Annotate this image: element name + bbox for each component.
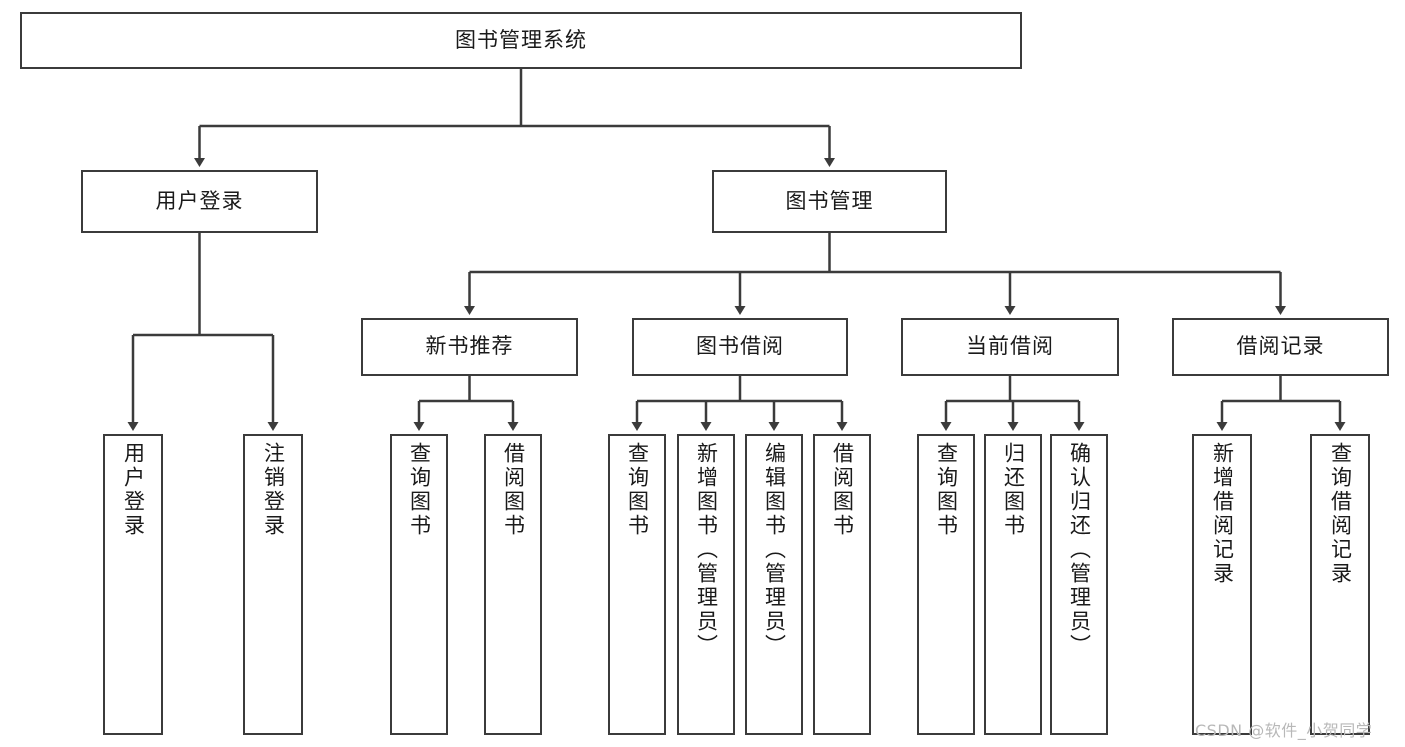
node-label: 当前借阅 xyxy=(966,334,1054,359)
node-confirm-return-admin[interactable]: 确认归还（管理员） xyxy=(1050,434,1108,735)
node-return-book[interactable]: 归还图书 xyxy=(984,434,1042,735)
node-add-book-admin[interactable]: 新增图书（管理员） xyxy=(677,434,735,735)
node-label: 用户登录 xyxy=(121,442,146,538)
node-label: 查询图书 xyxy=(934,442,959,538)
node-query-borrow-record[interactable]: 查询借阅记录 xyxy=(1310,434,1370,735)
node-label: 查询图书 xyxy=(407,442,432,538)
node-label: 查询借阅记录 xyxy=(1328,442,1353,586)
node-new-book-recommend[interactable]: 新书推荐 xyxy=(361,318,578,376)
node-query-book-2[interactable]: 查询图书 xyxy=(608,434,666,735)
node-label: 新书推荐 xyxy=(425,334,514,359)
node-label: 图书管理系统 xyxy=(455,27,587,52)
node-label: 编辑图书（管理员） xyxy=(762,442,787,658)
node-edit-book-admin[interactable]: 编辑图书（管理员） xyxy=(745,434,803,735)
node-label: 借阅图书 xyxy=(501,442,526,538)
node-label: 借阅记录 xyxy=(1236,334,1325,359)
node-add-borrow-record[interactable]: 新增借阅记录 xyxy=(1192,434,1252,735)
node-label: 确认归还（管理员） xyxy=(1067,442,1092,658)
node-borrow-book-2[interactable]: 借阅图书 xyxy=(813,434,871,735)
node-borrow-record[interactable]: 借阅记录 xyxy=(1172,318,1389,376)
node-user-login-do[interactable]: 用户登录 xyxy=(103,434,163,735)
node-label: 归还图书 xyxy=(1001,442,1026,538)
node-label: 新增图书（管理员） xyxy=(694,442,719,658)
node-query-book-3[interactable]: 查询图书 xyxy=(917,434,975,735)
node-user-login[interactable]: 用户登录 xyxy=(81,170,318,233)
node-book-management[interactable]: 图书管理 xyxy=(712,170,947,233)
node-label: 图书管理 xyxy=(785,188,874,213)
node-label: 注销登录 xyxy=(261,442,286,538)
node-root[interactable]: 图书管理系统 xyxy=(20,12,1022,69)
node-current-borrow[interactable]: 当前借阅 xyxy=(901,318,1119,376)
node-label: 用户登录 xyxy=(155,188,244,213)
node-label: 借阅图书 xyxy=(830,442,855,538)
node-borrow-book-1[interactable]: 借阅图书 xyxy=(484,434,542,735)
node-label: 图书借阅 xyxy=(696,334,784,359)
node-query-book-1[interactable]: 查询图书 xyxy=(390,434,448,735)
node-user-logout[interactable]: 注销登录 xyxy=(243,434,303,735)
node-label: 新增借阅记录 xyxy=(1210,442,1235,586)
node-label: 查询图书 xyxy=(625,442,650,538)
node-book-borrow[interactable]: 图书借阅 xyxy=(632,318,848,376)
